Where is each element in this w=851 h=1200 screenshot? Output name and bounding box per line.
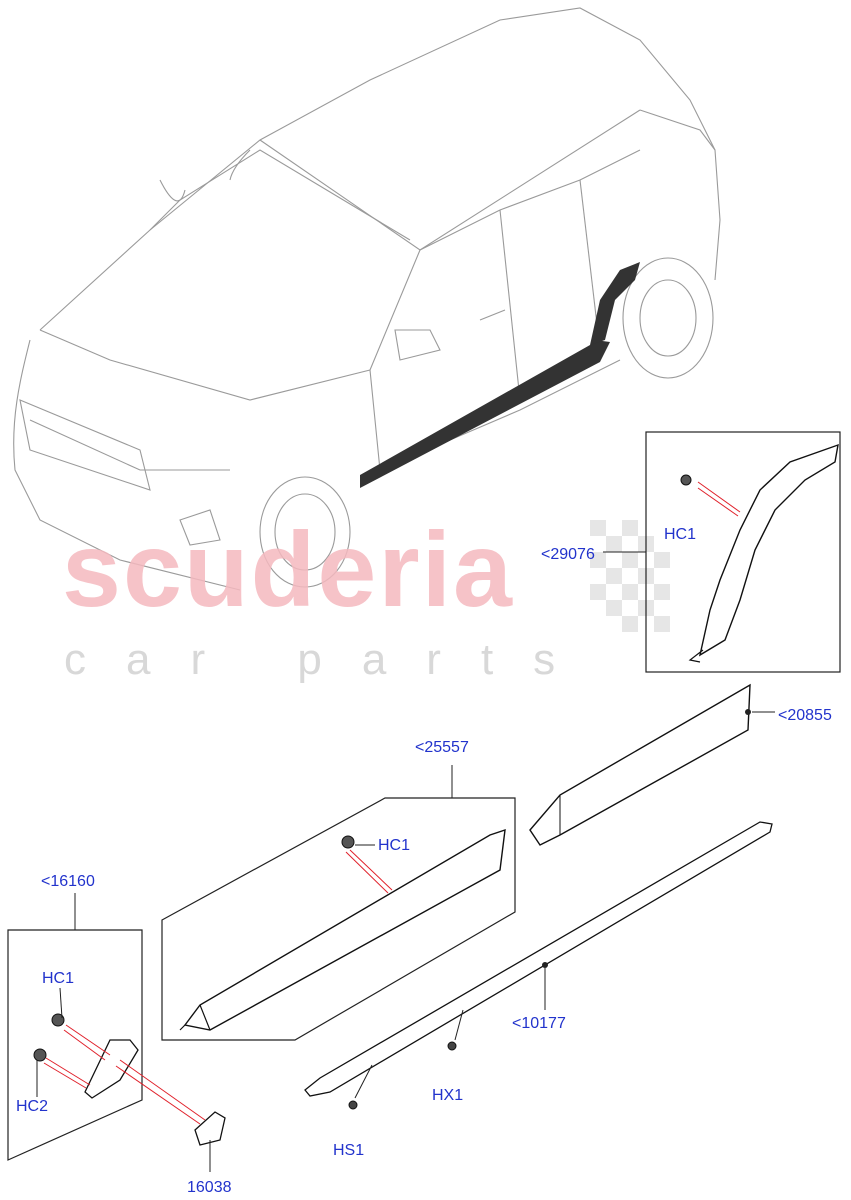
callout-29076: <29076 bbox=[541, 546, 595, 563]
callout-hc1-end: HC1 bbox=[42, 970, 75, 987]
clip-hc1-arch bbox=[680, 474, 692, 486]
clip-hx1 bbox=[447, 1041, 457, 1051]
box-16160 bbox=[7, 929, 143, 1161]
leader-hs1 bbox=[354, 1064, 373, 1099]
vehicle-outline bbox=[13, 7, 721, 591]
clip-20855 bbox=[745, 709, 751, 715]
callout-20855: <20855 bbox=[778, 707, 832, 724]
leader-hx1 bbox=[454, 1009, 464, 1041]
callout-hc1-arch: HC1 bbox=[664, 526, 697, 543]
checkered-flag-watermark bbox=[590, 520, 670, 632]
part-16038-end-cap bbox=[194, 1111, 226, 1146]
part-29076-arch-trim bbox=[698, 443, 839, 657]
callout-hs1: HS1 bbox=[333, 1142, 365, 1159]
part-10177-lower-sill bbox=[304, 821, 773, 1097]
part-16160-sill-end bbox=[84, 1039, 139, 1099]
callout-hc1-sill: HC1 bbox=[378, 837, 411, 854]
vehicle-sill-highlight bbox=[360, 340, 610, 488]
watermark-tagline: car parts bbox=[64, 635, 596, 684]
clip-hs1 bbox=[348, 1100, 358, 1110]
watermark-brand: scuderia bbox=[62, 511, 515, 629]
clip-10177 bbox=[542, 962, 548, 968]
clip-hc1-end bbox=[51, 1013, 65, 1027]
callout-hc2: HC2 bbox=[16, 1098, 49, 1115]
clip-hc1-sill bbox=[341, 835, 355, 849]
callout-16038: 16038 bbox=[187, 1179, 232, 1196]
callout-10177: <10177 bbox=[512, 1015, 566, 1032]
part-20855-rear-sill bbox=[529, 683, 751, 846]
callout-16160: <16160 bbox=[41, 873, 95, 890]
clip-hc2-end bbox=[33, 1048, 47, 1062]
callout-hx1: HX1 bbox=[432, 1087, 464, 1104]
box-25557 bbox=[161, 797, 516, 1041]
vehicle-arch-highlight bbox=[590, 262, 640, 345]
callout-25557: <25557 bbox=[415, 739, 469, 756]
